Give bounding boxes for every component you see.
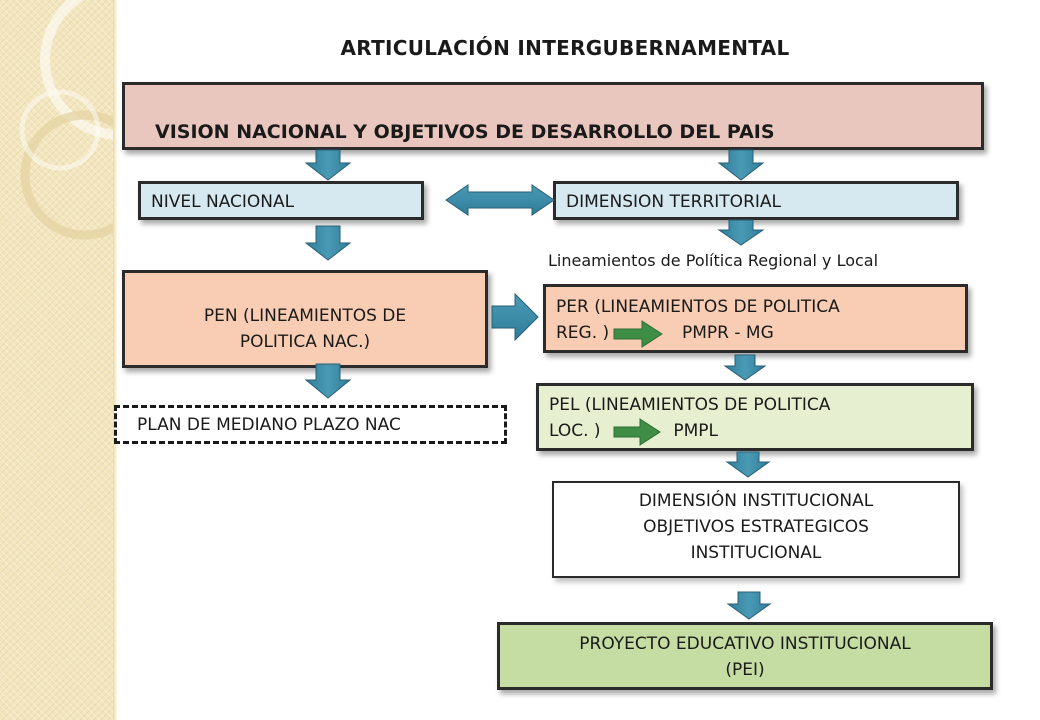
pel-line-1: PEL (LINEAMIENTOS DE POLITICA bbox=[549, 395, 831, 415]
vision-box: VISION NACIONAL Y OBJETIVOS DE DESARROLL… bbox=[122, 82, 984, 150]
arrow-down-per-to-pel bbox=[723, 354, 767, 381]
arrow-down-pen-to-plan bbox=[304, 363, 352, 399]
pen-box: PEN (LINEAMIENTOS DE POLITICA NAC.) bbox=[122, 270, 488, 368]
plan-mediano-plazo-text: PLAN DE MEDIANO PLAZO NAC bbox=[137, 415, 401, 435]
per-line-2b: PMPR - MG bbox=[681, 323, 774, 343]
nivel-nacional-box: NIVEL NACIONAL bbox=[138, 181, 424, 220]
per-line-2a: REG. ) bbox=[556, 323, 610, 343]
arrow-right-pen-to-per bbox=[491, 292, 539, 342]
decorative-side-panel bbox=[0, 0, 116, 720]
pei-box: PROYECTO EDUCATIVO INSTITUCIONAL (PEI) bbox=[497, 622, 993, 690]
pei-line-1: PROYECTO EDUCATIVO INSTITUCIONAL bbox=[579, 634, 911, 654]
inst-line-1: DIMENSIÓN INSTITUCIONAL bbox=[638, 491, 874, 511]
dimension-territorial-box: DIMENSION TERRITORIAL bbox=[553, 181, 959, 220]
inst-line-2: OBJETIVOS ESTRATEGICOS bbox=[643, 517, 869, 537]
lineamientos-label: Lineamientos de Política Regional y Loca… bbox=[548, 251, 879, 270]
arrow-inline-per bbox=[613, 320, 663, 348]
pel-line-2a: LOC. ) bbox=[549, 421, 601, 441]
pei-line-2: (PEI) bbox=[725, 660, 765, 680]
pel-box: PEL (LINEAMIENTOS DE POLITICA LOC. ) PMP… bbox=[536, 383, 974, 451]
dimension-institucional-box: DIMENSIÓN INSTITUCIONAL OBJETIVOS ESTRAT… bbox=[552, 481, 960, 578]
arrow-down-vision-to-dimension bbox=[717, 149, 765, 181]
arrow-inline-pel bbox=[613, 418, 661, 446]
per-box: PER (LINEAMIENTOS DE POLITICA REG. ) PMP… bbox=[543, 284, 968, 353]
nivel-nacional-text: NIVEL NACIONAL bbox=[151, 192, 295, 212]
arrow-down-nivel-to-pen bbox=[304, 225, 352, 261]
page-title: ARTICULACIÓN INTERGUBERNAMENTAL bbox=[340, 36, 790, 60]
vision-text: VISION NACIONAL Y OBJETIVOS DE DESARROLL… bbox=[155, 121, 775, 143]
pen-line-1: PEN (LINEAMIENTOS DE bbox=[203, 306, 407, 326]
double-arrow-nivel-dimension bbox=[445, 184, 555, 216]
inst-line-3: INSTITUCIONAL bbox=[690, 543, 822, 563]
decorative-rings bbox=[19, 0, 116, 240]
per-line-1: PER (LINEAMIENTOS DE POLITICA bbox=[556, 297, 840, 317]
side-panel-edge bbox=[113, 0, 117, 720]
pen-line-2: POLITICA NAC.) bbox=[239, 332, 371, 352]
arrow-down-vision-to-nivel bbox=[304, 149, 352, 181]
arrow-down-institucional-to-pei bbox=[726, 591, 772, 620]
arrow-down-dimension-to-lineamientos bbox=[717, 219, 765, 246]
arrow-down-pel-to-institucional bbox=[725, 451, 771, 478]
dimension-territorial-text: DIMENSION TERRITORIAL bbox=[566, 192, 781, 212]
plan-mediano-plazo-box: PLAN DE MEDIANO PLAZO NAC bbox=[114, 405, 507, 444]
pel-line-2b: PMPL bbox=[673, 421, 719, 441]
